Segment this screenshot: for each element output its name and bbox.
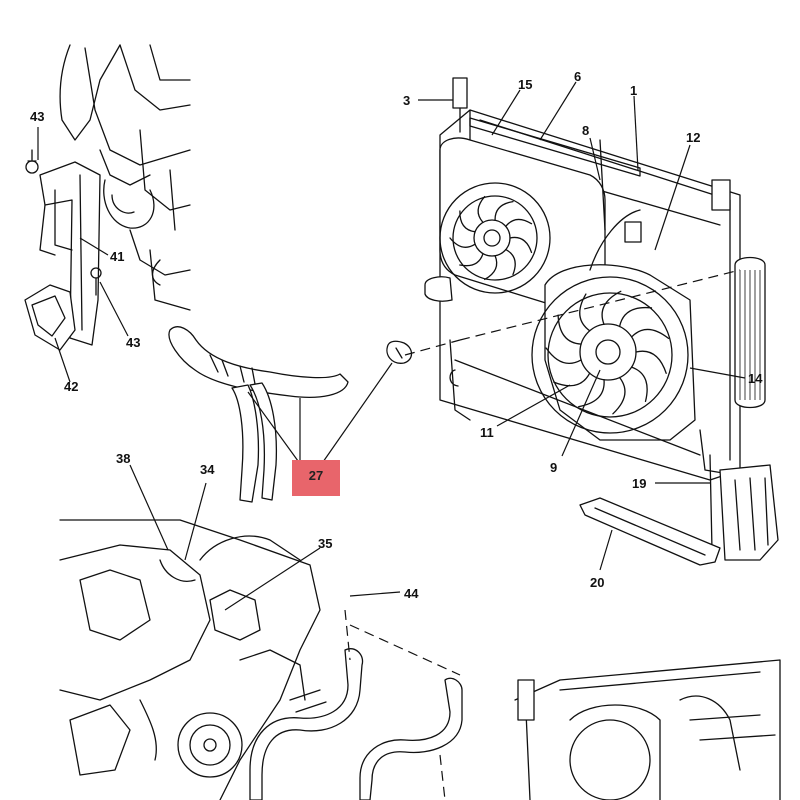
callout-11: 11: [480, 425, 494, 440]
fan-blade: [505, 248, 516, 276]
callout-44: 44: [404, 586, 419, 601]
callout-43-bottom: 43: [126, 335, 141, 350]
callout-43-top: 43: [30, 109, 45, 124]
radiator-fan-module: [424, 77, 779, 566]
fan-blade: [459, 252, 484, 267]
callout-12: 12: [686, 130, 701, 145]
callout-1: 1: [630, 83, 638, 98]
module-detail-view: [514, 659, 781, 800]
fan-blade: [477, 195, 486, 224]
callout-14: 14: [748, 371, 763, 386]
engine-assembly: [59, 519, 463, 800]
callout-9: 9: [550, 460, 558, 475]
fan-blade: [459, 210, 476, 233]
fan-blade: [630, 366, 648, 403]
fan-blade: [553, 372, 591, 387]
callout-3: 3: [403, 93, 411, 108]
callout-38: 38: [116, 451, 131, 466]
fan-blade: [601, 290, 622, 325]
callout-35: 35: [318, 536, 333, 551]
fan-blade: [509, 236, 533, 254]
fan-blade: [578, 379, 605, 408]
fan-blade: [630, 328, 670, 340]
callout-34: 34: [200, 462, 215, 477]
callout-27: 27: [308, 468, 324, 483]
callout-15: 15: [518, 77, 533, 92]
callout-20: 20: [590, 575, 605, 590]
callout-6: 6: [574, 69, 582, 84]
highlight-box-27[interactable]: 27: [292, 460, 340, 496]
fan-blade: [545, 347, 582, 364]
fan-blade: [557, 314, 582, 345]
callout-41: 41: [110, 249, 125, 264]
fan-blade: [484, 255, 498, 281]
fan-blade: [612, 376, 626, 415]
leader-lines: [37, 81, 746, 611]
shroud-bracket-assembly: [24, 44, 191, 351]
callout-8: 8: [582, 123, 590, 138]
fan-blade: [449, 237, 476, 248]
fan-blade: [618, 306, 653, 328]
fan-blade: [494, 200, 514, 221]
callout-42: 42: [64, 379, 79, 394]
fan-blade: [635, 350, 667, 374]
callout-19: 19: [632, 476, 647, 491]
fan-blade: [579, 293, 591, 332]
fan-blade: [505, 218, 533, 228]
